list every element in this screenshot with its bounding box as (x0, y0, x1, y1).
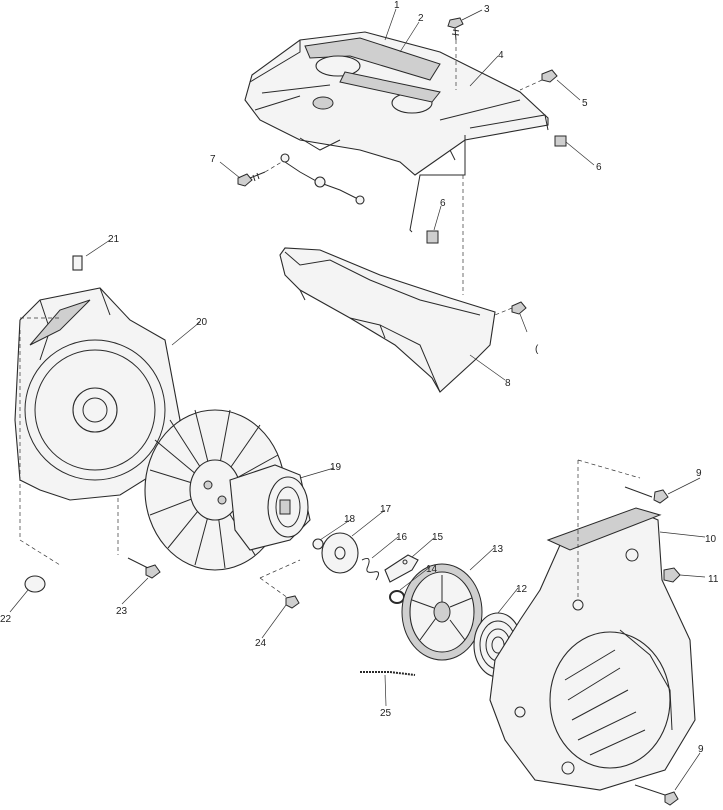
callout-19: 19 (330, 462, 342, 473)
callout-15: 15 (432, 532, 444, 543)
fan-hub (229, 464, 311, 551)
callout-24: 24 (255, 638, 267, 649)
callout-10: 10 (705, 534, 717, 545)
callout-23: 23 (116, 606, 128, 617)
pawl-15 (384, 554, 419, 583)
spring-16 (361, 558, 380, 581)
nut-11 (663, 567, 681, 583)
callout-paren: ( (535, 344, 539, 355)
screw-5 (519, 69, 558, 91)
washer-18 (312, 538, 324, 550)
callout-8: 8 (505, 378, 511, 389)
link-rod (280, 153, 365, 205)
callout-6-mid: 6 (440, 198, 446, 209)
cover-bracket (409, 114, 549, 233)
pulley-plate-17 (321, 532, 359, 574)
o-ring-14 (389, 590, 405, 604)
screw-23 (117, 498, 161, 579)
screw-24 (259, 559, 301, 609)
callout-7: 7 (210, 154, 216, 165)
callout-11: 11 (708, 574, 719, 585)
starter-pulley-13 (401, 563, 483, 661)
grommet-6a (554, 135, 567, 147)
callout-17: 17 (380, 504, 392, 515)
callout-3: 3 (484, 4, 490, 15)
callout-14: 14 (426, 564, 438, 575)
callout-9-top: 9 (696, 468, 702, 479)
callout-2: 2 (418, 13, 424, 24)
callout-12: 12 (516, 584, 528, 595)
grommet-6b (426, 230, 439, 244)
recoil-starter-housing (489, 459, 696, 791)
callout-5: 5 (582, 98, 588, 109)
callout-21: 21 (108, 234, 120, 245)
fan-housing (14, 287, 181, 566)
engine-top-cover (244, 31, 549, 176)
callout-20: 20 (196, 317, 208, 328)
callout-4: 4 (498, 50, 504, 61)
lower-shroud (279, 175, 496, 393)
callout-16: 16 (396, 532, 408, 543)
callout-22: 22 (0, 614, 12, 625)
screw-9-top (624, 486, 669, 504)
callout-6-top: 6 (596, 162, 602, 173)
screw-shroud (494, 301, 527, 316)
leader-lines (9, 8, 706, 791)
callout-labels: 1 2 3 4 5 6 7 6 ( 8 9 10 11 12 13 14 15 … (0, 0, 719, 755)
plug-22 (24, 575, 46, 593)
callout-18: 18 (344, 514, 356, 525)
starter-rope-25 (360, 671, 416, 676)
screw-7 (237, 159, 286, 187)
callout-13: 13 (492, 544, 504, 555)
callout-25: 25 (380, 708, 392, 719)
screw-9-bottom (634, 784, 679, 806)
pin-21 (72, 255, 83, 271)
callout-1: 1 (394, 0, 400, 11)
screw-3 (447, 17, 464, 90)
callout-9-bottom: 9 (698, 744, 704, 755)
